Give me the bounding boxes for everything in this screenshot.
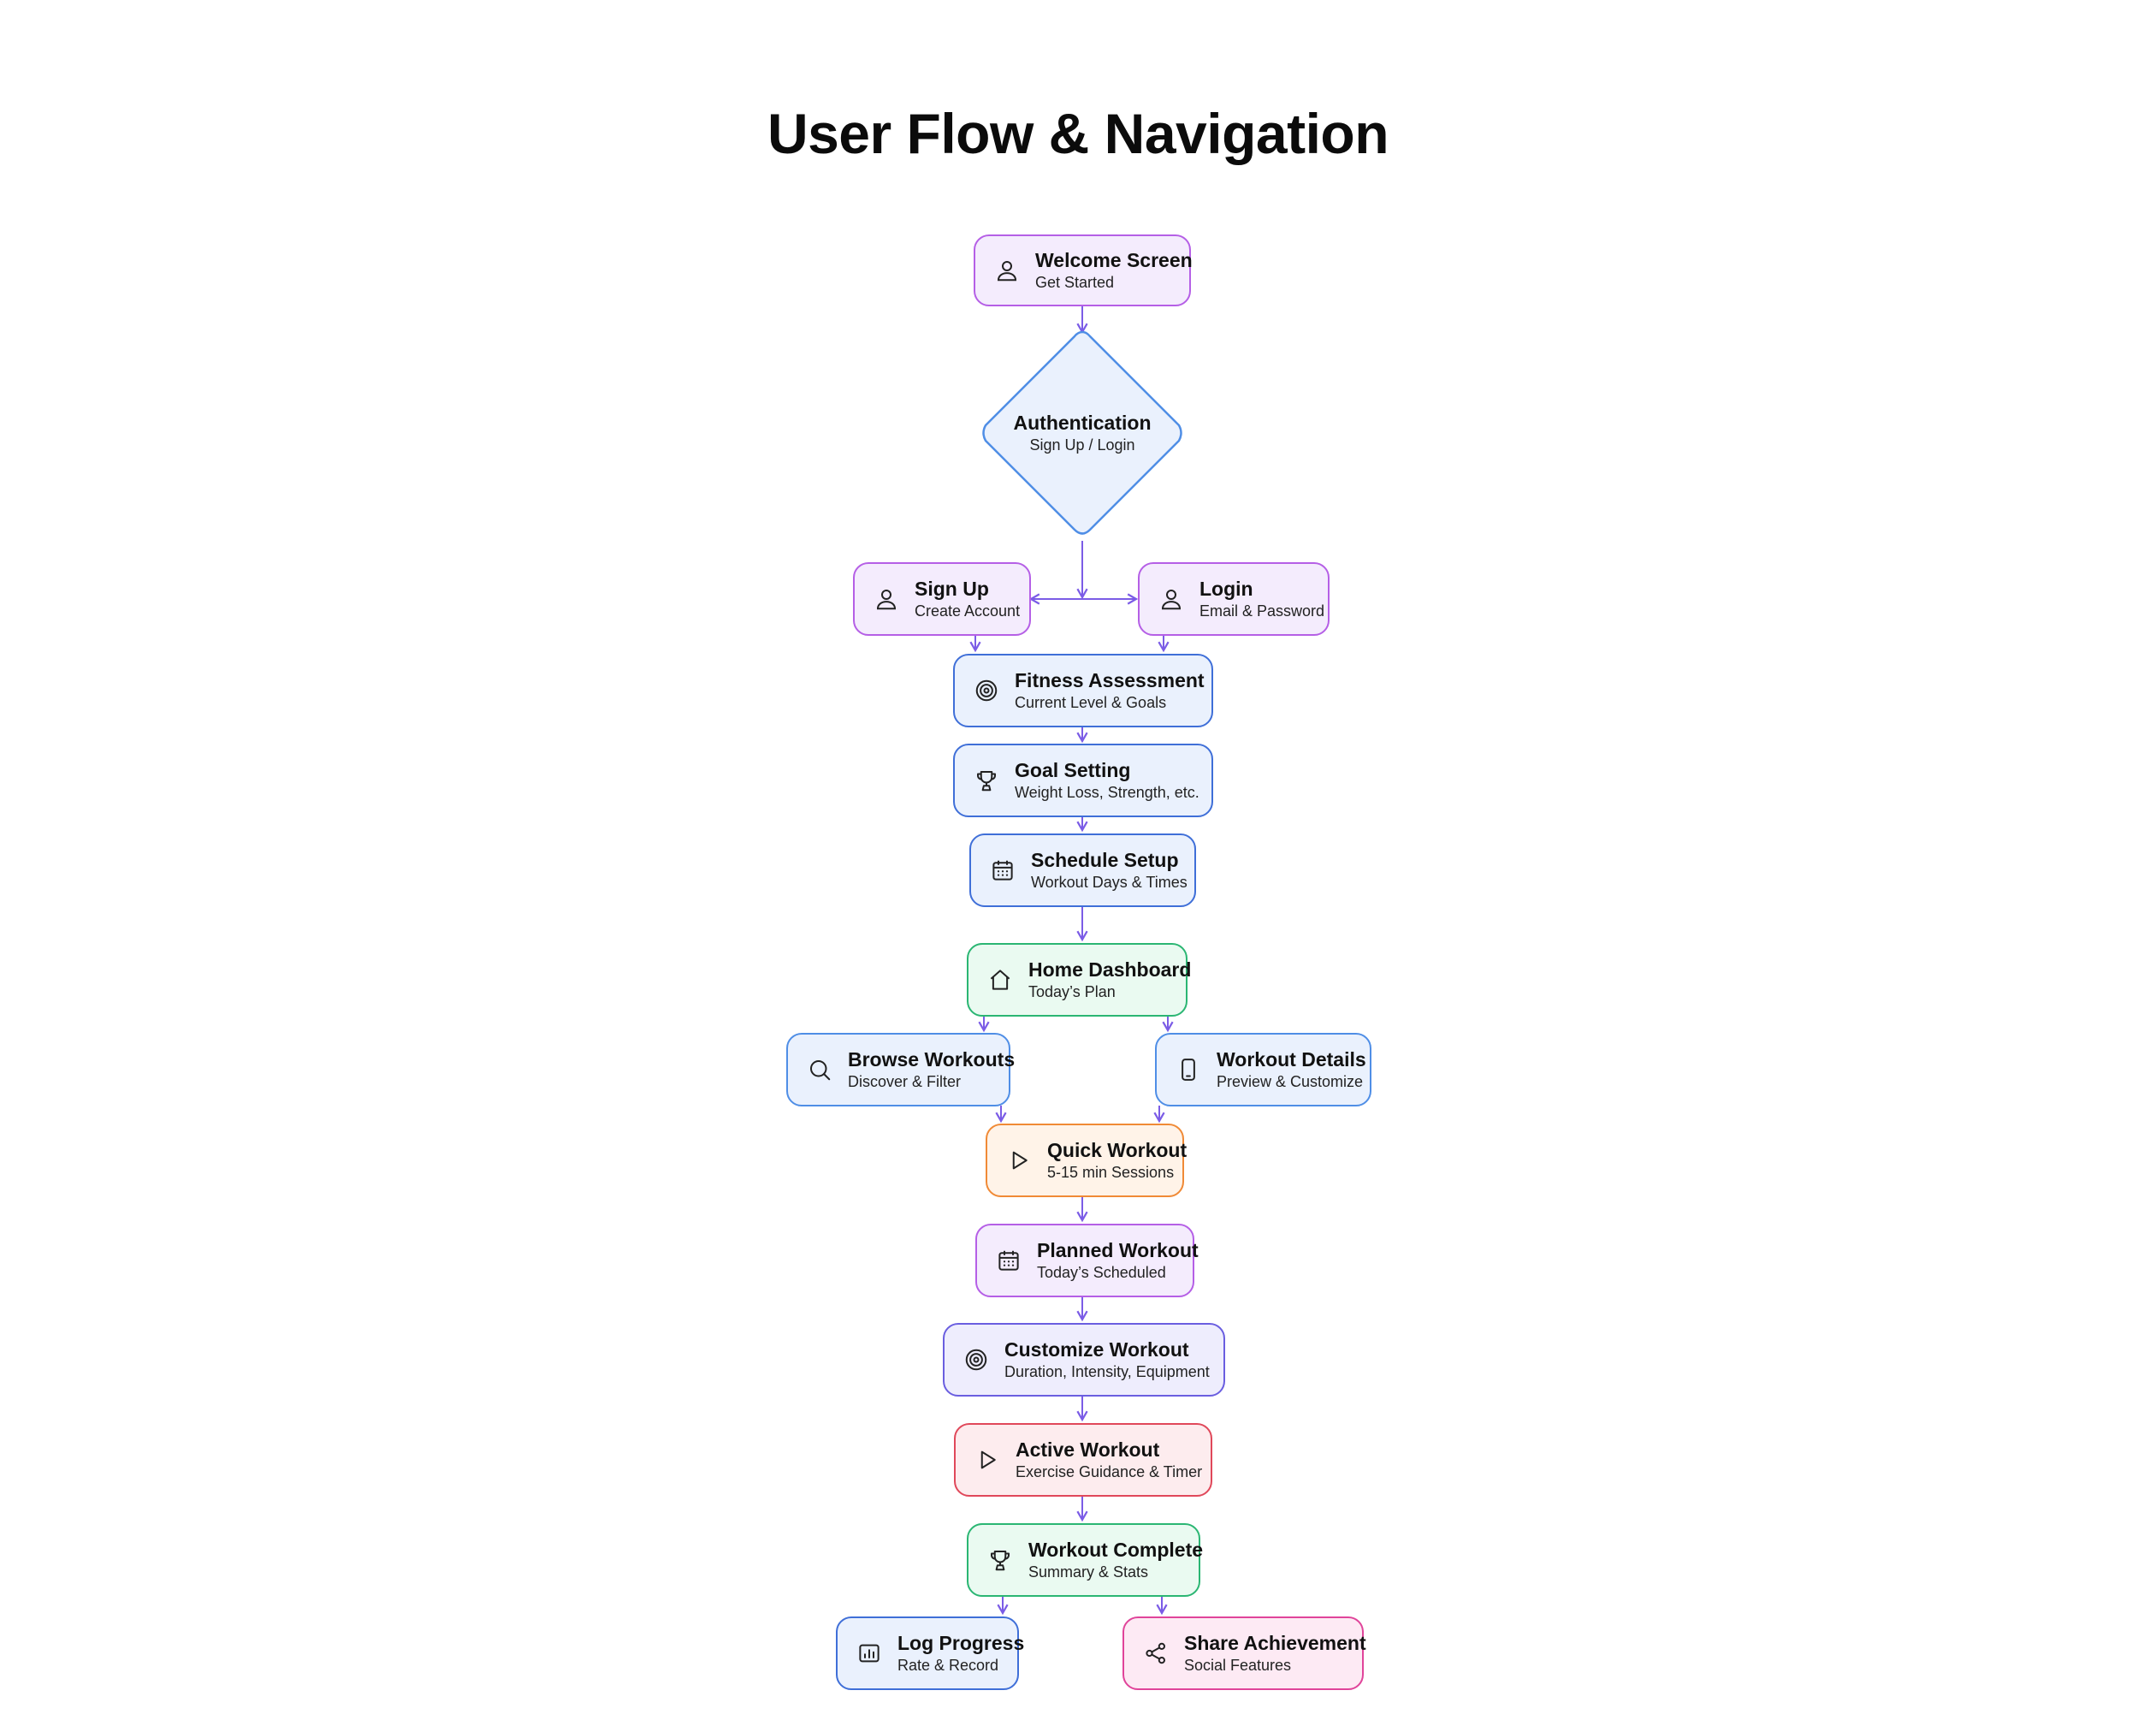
node-title: Quick Workout — [1047, 1138, 1188, 1161]
node-subtitle: Exercise Guidance & Timer — [1016, 1462, 1203, 1480]
decision-diamond — [982, 330, 1182, 535]
home-icon — [990, 970, 1010, 990]
node-title: Home Dashboard — [1028, 958, 1192, 981]
node-title: Goal Setting — [1015, 758, 1131, 781]
node-title: Share Achievement — [1184, 1631, 1366, 1654]
user-icon — [876, 590, 897, 610]
node-title: Authentication — [1013, 411, 1152, 434]
calendar-icon — [998, 1250, 1019, 1271]
node-title: Active Workout — [1016, 1438, 1160, 1461]
bar-chart-icon — [859, 1644, 880, 1663]
diamond-label: Authentication Sign Up / Login — [978, 329, 1187, 537]
node-subtitle: Weight Loss, Strength, etc. — [1015, 783, 1199, 801]
node-subtitle: 5-15 min Sessions — [1047, 1163, 1175, 1181]
node-title: Workout Details — [1217, 1047, 1366, 1071]
node-title: Login — [1199, 577, 1253, 600]
target-icon — [965, 1349, 987, 1371]
node-title: Planned Workout — [1037, 1238, 1199, 1261]
node-title: Browse Workouts — [848, 1047, 1016, 1071]
node-subtitle: Email & Password — [1199, 602, 1325, 620]
node-subtitle: Workout Days & Times — [1031, 873, 1188, 891]
target-icon — [975, 679, 998, 702]
user-icon — [1161, 590, 1182, 610]
node-subtitle: Duration, Intensity, Equipment — [1004, 1362, 1210, 1380]
share-icon — [1146, 1642, 1165, 1664]
phone-icon — [1182, 1059, 1195, 1081]
play-icon — [1012, 1151, 1028, 1170]
user-icon — [997, 261, 1017, 282]
node-title: Fitness Assessment — [1015, 668, 1205, 691]
node-sign-up[interactable]: Sign Up Create Account — [853, 562, 1031, 636]
node-title: Customize Workout — [1004, 1338, 1189, 1361]
node-subtitle: Preview & Customize — [1217, 1072, 1364, 1090]
node-subtitle: Social Features — [1184, 1656, 1292, 1674]
search-icon — [810, 1060, 831, 1081]
calendar-icon — [992, 860, 1013, 881]
trophy-icon — [977, 771, 996, 792]
node-subtitle: Summary & Stats — [1028, 1563, 1149, 1581]
node-subtitle: Today’s Scheduled — [1037, 1263, 1166, 1281]
node-subtitle: Current Level & Goals — [1015, 693, 1167, 711]
node-title: Sign Up — [915, 577, 989, 600]
node-title: Log Progress — [897, 1631, 1025, 1654]
node-subtitle: Get Started — [1035, 273, 1115, 291]
page-title: User Flow & Navigation — [767, 102, 1389, 165]
play-icon — [980, 1450, 996, 1469]
node-subtitle: Discover & Filter — [848, 1072, 962, 1090]
node-subtitle: Rate & Record — [897, 1656, 999, 1674]
node-subtitle: Create Account — [915, 602, 1021, 620]
node-authentication[interactable]: Authentication Sign Up / Login — [978, 329, 1187, 537]
node-quick-workout[interactable]: Quick Workout 5-15 min Sessions — [986, 1124, 1188, 1197]
node-title: Welcome Screen — [1035, 248, 1193, 271]
trophy-icon — [991, 1551, 1010, 1571]
node-title: Schedule Setup — [1031, 848, 1179, 871]
node-subtitle: Sign Up / Login — [1029, 436, 1135, 454]
node-subtitle: Today’s Plan — [1028, 982, 1116, 1000]
node-title: Workout Complete — [1028, 1538, 1204, 1561]
